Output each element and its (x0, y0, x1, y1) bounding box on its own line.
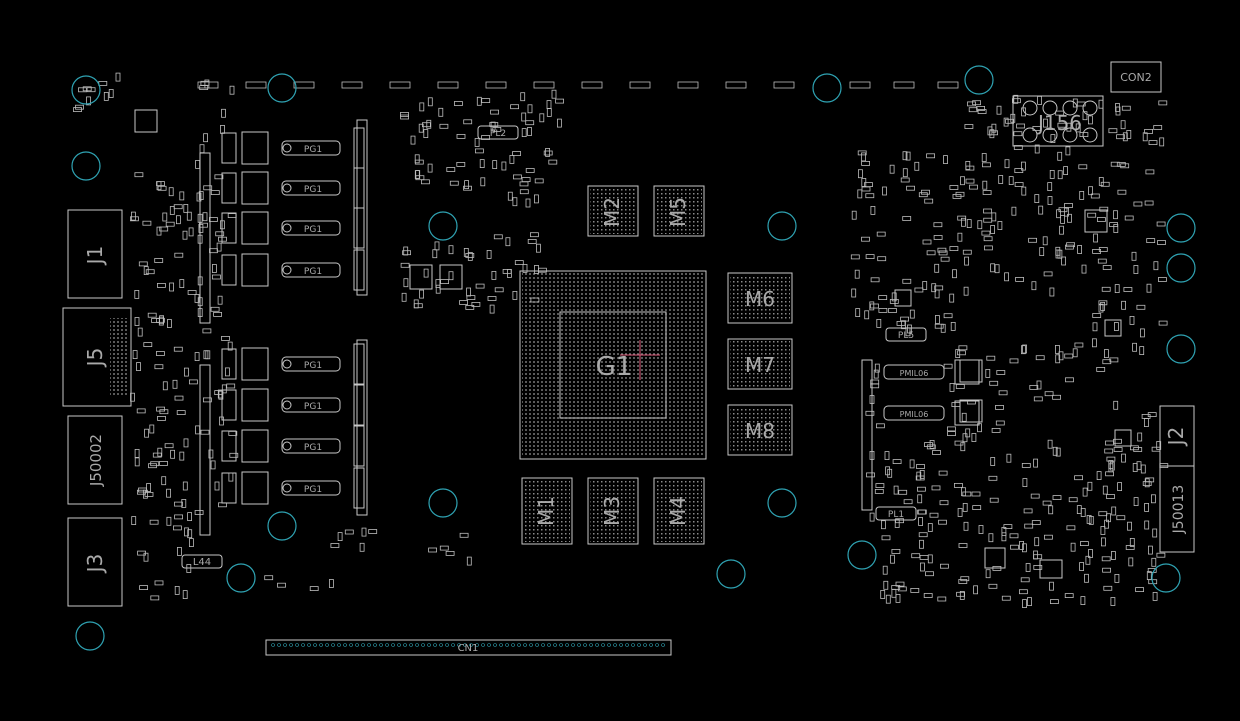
mounting-hole (1166, 253, 1196, 283)
memory-label: M5 (666, 197, 690, 227)
port-label: J3 (83, 554, 107, 575)
memory-chip-m6[interactable]: M6 (727, 272, 793, 324)
mounting-hole (1166, 213, 1196, 243)
mounting-hole (267, 511, 297, 541)
inductor-label: PG1 (304, 185, 322, 195)
port-label: J50013 (1171, 485, 1187, 535)
inductor-label: PG1 (304, 361, 322, 371)
mounting-hole (964, 65, 994, 95)
vrm-inductor[interactable]: PG1 (221, 207, 365, 249)
mounting-hole (1151, 563, 1181, 593)
memory-chip-m1[interactable]: M1 (521, 477, 573, 545)
vrm-inductor[interactable]: PG1 (221, 467, 365, 509)
ports-right: J2 J50013 (1159, 405, 1195, 553)
connector-label: CN1 (458, 643, 479, 654)
mounting-hole (428, 211, 458, 241)
port-j5[interactable]: J5 (62, 307, 132, 407)
mounting-hole (71, 151, 101, 181)
part-label: PL2 (490, 129, 506, 139)
inductor-label: PMIL06 (900, 410, 929, 419)
inductor-label: PG1 (304, 485, 322, 495)
vrm-inductor[interactable]: PMIL06 (883, 400, 980, 426)
port-label: J5 (83, 348, 107, 369)
vrm-inductor[interactable]: PG1 (221, 343, 365, 385)
mounting-hole (267, 73, 297, 103)
connector-label: CON2 (1120, 71, 1152, 84)
gpu-package[interactable]: G1 (519, 270, 707, 460)
mounting-hole (1166, 334, 1196, 364)
port-j50013[interactable]: J50013 (1159, 465, 1195, 553)
smd-components (73, 72, 1169, 608)
gpu-label: G1 (596, 352, 633, 382)
port-label: J1 (83, 246, 107, 267)
inductor-label: PG1 (304, 267, 322, 277)
ports-left: J1 J5 J50002 J3 (62, 209, 132, 607)
part-label: PL1 (888, 510, 904, 520)
mounting-holes (71, 65, 1196, 651)
inductor-label: PG1 (304, 145, 322, 155)
mounting-hole (812, 73, 842, 103)
memory-label: M2 (600, 197, 624, 227)
memory-chip-m2[interactable]: M2 (587, 185, 639, 237)
vrm-inductor[interactable]: PG1 (221, 249, 365, 291)
memory-label: M1 (534, 496, 558, 526)
port-j1[interactable]: J1 (67, 209, 123, 299)
inductor-label: PG1 (304, 443, 322, 453)
port-label: J50002 (87, 434, 105, 487)
mounting-hole (226, 563, 256, 593)
memory-chip-m8[interactable]: M8 (727, 404, 793, 456)
mounting-hole (428, 488, 458, 518)
memory-label: M7 (745, 353, 775, 377)
memory-chip-m4[interactable]: M4 (653, 477, 705, 545)
memory-chips: M2 M5 M6 M7 M8 M1 M3 M4 (521, 185, 793, 545)
port-j3[interactable]: J3 (67, 517, 123, 607)
inductor-l44[interactable]: L44 (181, 554, 223, 569)
connector-con2[interactable]: CON2 (1110, 61, 1162, 93)
inductor-label: PG1 (304, 402, 322, 412)
part-pl1[interactable]: PL1 (875, 506, 917, 521)
mounting-hole (716, 559, 746, 589)
pcie-connector-cn1[interactable]: CN1 (265, 639, 672, 656)
mounting-hole (847, 540, 877, 570)
mounting-hole (71, 75, 101, 105)
memory-label: M3 (600, 496, 624, 526)
mounting-hole (75, 621, 105, 651)
port-label: J2 (1164, 427, 1188, 448)
mounting-hole (767, 211, 797, 241)
memory-label: M4 (666, 496, 690, 526)
inductor-label: PMIL06 (900, 369, 929, 378)
inductor-label: L44 (193, 557, 211, 568)
inductor-label: PG1 (304, 225, 322, 235)
vrm-inductor[interactable]: PG1 (221, 384, 365, 426)
memory-label: M6 (745, 287, 775, 311)
memory-label: M8 (745, 419, 775, 443)
vrm-inductor[interactable]: PG1 (221, 425, 365, 467)
port-j50002[interactable]: J50002 (67, 415, 123, 505)
memory-chip-m3[interactable]: M3 (587, 477, 639, 545)
memory-chip-m5[interactable]: M5 (653, 185, 705, 237)
memory-chip-m7[interactable]: M7 (727, 338, 793, 390)
mounting-hole (767, 488, 797, 518)
